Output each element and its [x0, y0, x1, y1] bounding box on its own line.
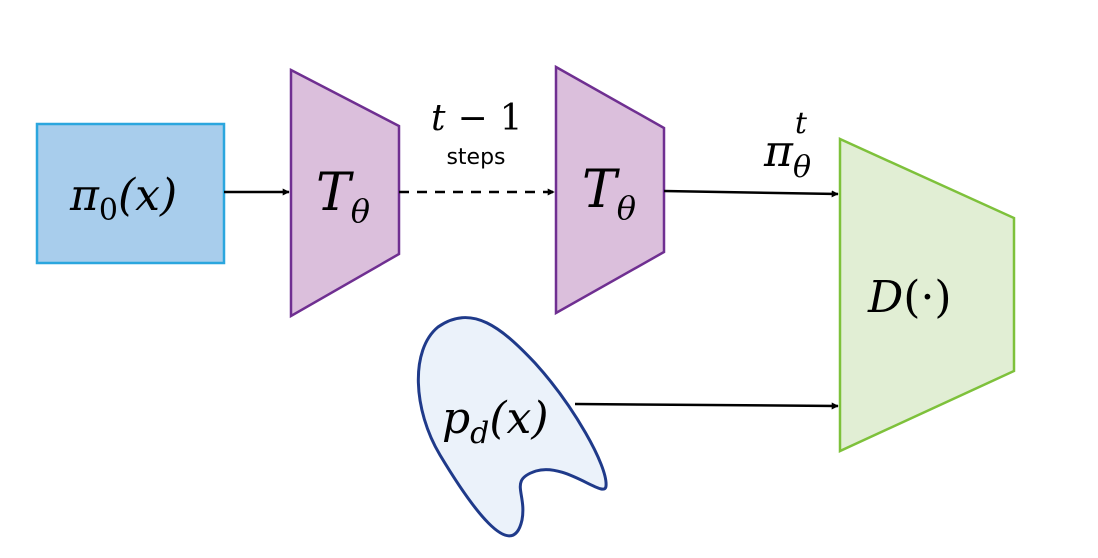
steps-expression: t−1 — [431, 98, 523, 139]
data-node: pd(x) — [416, 316, 608, 538]
data-label: pd(x) — [442, 393, 549, 451]
transform-last-trapezoid — [554, 64, 666, 316]
transform-first-trapezoid — [289, 67, 401, 319]
arrow-transform-to-discriminator — [663, 189, 839, 198]
arrow-data-to-discriminator — [574, 402, 839, 410]
data-blob — [416, 316, 608, 538]
discriminator-label: D(·) — [867, 272, 952, 323]
prior-label: π0(x) — [69, 170, 177, 228]
transform-last-node: Tθ — [554, 64, 666, 316]
discriminator-node: D(·) — [838, 137, 1016, 453]
transform-first-label: Tθ — [316, 163, 370, 230]
transform-first-node: Tθ — [289, 67, 401, 319]
discriminator-trapezoid — [838, 137, 1016, 453]
transform-last-label: Tθ — [582, 160, 636, 227]
prior-box — [35, 122, 226, 265]
steps-label: steps — [446, 145, 505, 170]
prior-node: π0(x) — [35, 122, 226, 265]
steps-annotation: t−1 steps — [431, 98, 523, 170]
